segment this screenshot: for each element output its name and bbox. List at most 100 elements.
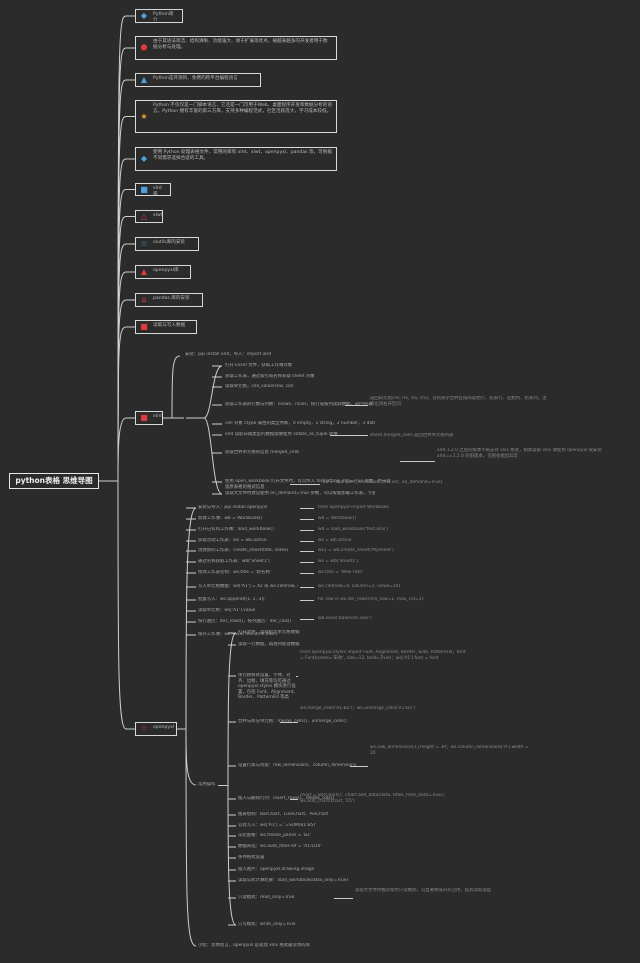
category-node-2-label: 由于其语法简洁、结构清晰、功能强大、易于扩展等优点，被越来越多的开发者用于数据分…: [153, 39, 328, 51]
openpyxl-value-2: wb = Workbook(): [318, 516, 357, 521]
category-node-1[interactable]: ◆ Python简介: [135, 9, 183, 23]
openpyxl-sub-14: 只读模式：read_only=True: [238, 895, 295, 900]
category-connector-11: [117, 326, 135, 482]
openpyxl-value-line-6: [300, 562, 314, 563]
xlrd-item-2: 获取工作表，通过索引或名称获取 sheet 对象: [225, 374, 315, 379]
openpyxl-value-line-1: [300, 508, 314, 509]
openpyxl-footer-connector: [185, 728, 197, 947]
openpyxl-value-9: for row in ws.iter_rows(min_row=1, max_c…: [318, 597, 425, 602]
openpyxl-sub-fan-top: [227, 632, 237, 786]
openpyxl-value-7: ws.title = 'New Title': [318, 570, 364, 575]
xlrd-item-1: 打开 Excel 文件，获取工作簿对象: [225, 363, 293, 368]
xlrd-fan-bottom: [203, 417, 223, 495]
xlrd-item-4: 获取工作表的行数与列数：nrows、ncols，按行或按列读取数据，返回列表: [225, 402, 373, 407]
xlrd-sub-1: 返回四元组(rlo, rhi, clo, chi)，分别表示合并区域的起始行、结…: [370, 396, 547, 407]
category-node-7-label: xlwt: [153, 213, 163, 218]
openpyxl-item-12: 保存工作簿：wb.save('filename.xlsx'): [198, 632, 278, 637]
category-node-1-label: Python简介: [153, 12, 174, 23]
openpyxl-note-3: ws.row_dimensions[1].height = 30；ws.colu…: [370, 745, 529, 756]
openpyxl-value-5: ws1 = wb.create_sheet('Mysheet'): [318, 548, 394, 553]
openpyxl-item-3: 打开已有的工作簿：load_workbook(): [198, 527, 274, 532]
openpyxl-note-line-3: [350, 766, 368, 767]
openpyxl-value-line-7: [300, 573, 314, 574]
openpyxl-value-6: ws = wb['Sheet1']: [318, 559, 359, 564]
branch-xlrd-intro-connector: [171, 355, 181, 419]
category-connector-8: [117, 243, 135, 482]
xlrd-sub-line-1: [345, 405, 368, 406]
openpyxl-sub-3: 单元格样式设置，字体、对齐、边框、填充等均可通过 openpyxl.styles…: [238, 673, 298, 701]
openpyxl-item-1: 安装与导入：pip install openpyxl: [198, 505, 268, 510]
openpyxl-value-line-9: [300, 600, 314, 601]
category-node-4[interactable]: ★ Python 不仅仅是一门脚本语言，它还是一门可用于Web、桌面程序开发和数据…: [135, 100, 337, 133]
openpyxl-sub-10: 数据筛选：ws.auto_filter.ref = 'A1:D10': [238, 844, 322, 849]
openpyxl-item-2: 新建工作簿：wb = Workbook(): [198, 516, 263, 521]
openpyxl-value-3: wb = load_workbook('test.xlsx'): [318, 527, 389, 532]
openpyxl-value-4: ws = wb.active: [318, 538, 352, 543]
openpyxl-sub-2: 读取一行数据，再逐列处理数据: [238, 642, 300, 647]
openpyxl-note-2: ws.merge_cells('A1:B2')；ws.unmerge_cells…: [300, 706, 415, 711]
xlrd-fan-top: [203, 365, 223, 419]
xlrd-intro: 安装：pip install xlrd，导入：import xlrd: [185, 352, 272, 357]
xlrd-item-6: xlrd 读取日期类型的数据需要使用 xldate_as_tuple 转换: [225, 432, 338, 437]
star-outline-icon: ☆: [140, 239, 148, 248]
xlrd-sub-line-3: [400, 461, 435, 462]
shield-icon: ◆: [140, 11, 148, 20]
root-node[interactable]: python表格 思维导图: [9, 473, 99, 489]
openpyxl-sub-connector: [185, 728, 197, 786]
category-node-6[interactable]: ■ xlrd库: [135, 183, 171, 196]
openpyxl-sub-out: [218, 785, 228, 786]
category-node-10[interactable]: ⌂ pandas 库的安装: [135, 293, 203, 307]
branch-xlrd-node-label: xlrd: [153, 414, 162, 419]
category-node-5-label: 使用 Python 处理表格文件，常用的库有 xlrd、xlwt、openpyx…: [153, 150, 332, 162]
openpyxl-value-10: wb.save('balances.xlsx'): [318, 616, 372, 621]
openpyxl-sub-4: 合并与拆分单元格：merge_cells()、unmerge_cells(): [238, 719, 358, 725]
category-node-7[interactable]: △ xlwt: [135, 210, 163, 223]
house-icon: ⌂: [141, 295, 147, 304]
openpyxl-sub-15: 只写模式：write_only=True: [238, 922, 296, 927]
star-icon: ★: [140, 111, 148, 121]
branch-openpyxl-node[interactable]: ☆openpyxl: [135, 722, 177, 736]
openpyxl-item-5: 创建新的工作表：create_sheet(title, index): [198, 548, 289, 553]
category-node-3[interactable]: ▲Python是开源的、免费的跨平台编程语言: [135, 73, 261, 87]
openpyxl-sub-fan-bottom: [227, 784, 237, 926]
square-icon: ■: [140, 413, 148, 422]
category-node-8[interactable]: ☆xlutils库的安装: [135, 237, 199, 251]
category-connector-2: [117, 47, 135, 482]
category-node-11[interactable]: ■读取与写入数据: [135, 320, 197, 334]
openpyxl-note-line-1: [296, 676, 298, 677]
openpyxl-value-8: ws.cell(row=4, column=2, value=10): [318, 584, 401, 589]
category-node-6-label: xlrd库: [153, 186, 162, 196]
openpyxl-item-10: 读取单元格：ws['A1'].value: [198, 608, 256, 613]
drop-icon: ▲: [140, 75, 148, 84]
category-node-9[interactable]: ▲openpyxl库: [135, 265, 191, 279]
openpyxl-note-line-5: [334, 898, 353, 899]
openpyxl-footer: 小结：总体而言，openpyxl 是处理 xlsx 格式最常用的库: [198, 943, 311, 948]
branch-openpyxl-node-label: openpyxl: [153, 725, 175, 730]
xlrd-item-3: 读取单元格，cell_value(row, col): [225, 384, 294, 389]
triangle-icon: △: [140, 211, 148, 221]
openpyxl-sub-9: 冻结窗格：ws.freeze_panes = 'B2': [238, 833, 312, 838]
category-connector-9: [117, 271, 135, 482]
category-node-2[interactable]: ⬟由于其语法简洁、结构清晰、功能强大、易于扩展等优点，被越来越多的开发者用于数据…: [135, 36, 337, 60]
openpyxl-item-6: 通过名称获取工作表：wb['Sheet1']: [198, 559, 270, 564]
openpyxl-note-1: from openpyxl.styles import Font, Alignm…: [300, 650, 466, 661]
branch-xlrd-node[interactable]: ■ xlrd: [135, 411, 163, 425]
openpyxl-value-1: from openpyxl import Workbook: [318, 505, 389, 510]
openpyxl-sub-7: 图表绘制：BarChart、LineChart、PieChart: [238, 812, 329, 817]
openpyxl-item-8: 写入单元格数据：ws['A1'] = 42 或 ws.cell(row, col…: [198, 584, 298, 589]
xlrd-item-5: cell 对象 ctype 属性的类型判断，0 empty，1 string，2…: [225, 421, 375, 426]
category-node-10-label: pandas 库的安装: [153, 296, 190, 301]
category-node-5[interactable]: ◆ 使用 Python 处理表格文件，常用的库有 xlrd、xlwt、openpy…: [135, 147, 337, 171]
square-icon: ■: [140, 184, 148, 194]
openpyxl-value-line-4: [300, 541, 314, 542]
category-connector-1: [117, 15, 135, 482]
openpyxl-sub-label: 常用操作: [198, 782, 216, 787]
xlrd-sub-2: sheet.merged_cells 返回合并单元格列表: [370, 433, 454, 438]
category-node-4-label: Python 不仅仅是一门脚本语言，它还是一门可用于Web、桌面程序开发和数据分…: [153, 103, 332, 115]
openpyxl-value-line-3: [300, 530, 314, 531]
xlrd-item-7: 获取合并单元格的信息 merged_cells: [225, 450, 300, 455]
xlrd-sub-3: xlrd 1.2.0 之后的版本不再支持 xlsx 格式，如需读取 xlsx 请…: [437, 448, 602, 459]
openpyxl-sub-8: 公式写入：ws['A1'] = '=SUM(B1:B5)': [238, 823, 317, 828]
shield-icon: ◆: [140, 154, 148, 163]
openpyxl-item-11: 按行遍历：iter_rows()，按列遍历：iter_cols(): [198, 619, 292, 624]
